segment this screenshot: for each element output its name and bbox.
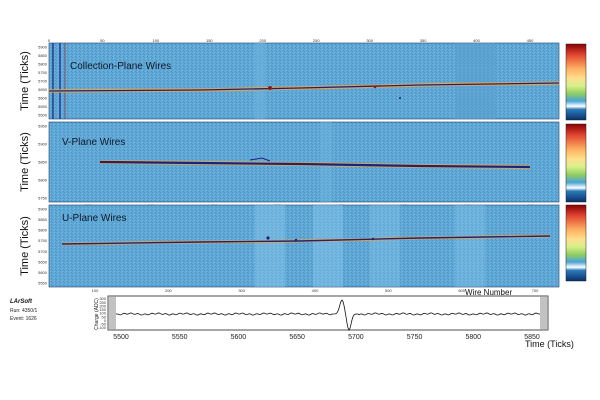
wire-tick-label: 400: [312, 288, 319, 293]
waveform-x-tick: 5600: [231, 334, 247, 341]
time-tick-label: 5750: [38, 196, 48, 201]
time-tick-label: 5850: [38, 217, 48, 222]
wire-tick-label: 250: [313, 38, 320, 43]
wire-tick-label: 200: [259, 38, 266, 43]
waveform-ylabel: Charge (ADC): [94, 298, 100, 330]
wire-tick-label: 450: [527, 38, 534, 43]
info-event: Event: 1626: [10, 316, 37, 322]
waveform-y-tick: -100: [98, 325, 107, 330]
u-ylabel: Time (Ticks): [19, 216, 31, 276]
u-plane-title: U-Plane Wires: [62, 213, 126, 224]
v-ylabel: Time (Ticks): [19, 132, 31, 192]
u-track: [61, 235, 551, 245]
time-tick-label: 5750: [38, 70, 48, 75]
collection-plane-panel: Collection-Plane Wires Time (Ticks) 0 50 1…: [19, 38, 560, 120]
waveform-y-tick: 250: [99, 300, 106, 305]
u-plane-image: [48, 204, 560, 288]
time-tick-label: 5950: [38, 124, 48, 129]
wire-tick-label: 700: [532, 288, 539, 293]
colorbar-u: [565, 204, 587, 282]
wire-tick-label: 400: [473, 38, 480, 43]
waveform-panel: Charge (ADC) Time (Ticks) 5500 5550 5600 56…: [94, 295, 574, 349]
wire-tick-label: 300: [238, 288, 245, 293]
time-tick-label: 5900: [38, 142, 48, 147]
time-tick-label: 5600: [38, 96, 48, 101]
u-plane-panel: U-Plane Wires Time (Ticks) 100 200 300 400 5…: [19, 204, 560, 293]
waveform-trace: [115, 299, 541, 331]
waveform-x-tick: 5850: [524, 334, 540, 341]
time-tick-label: 5600: [38, 270, 48, 275]
wire-tick-label: 50: [100, 38, 105, 43]
waveform-y-tick: 100: [99, 311, 106, 316]
waveform-y-tick: 0: [104, 318, 107, 323]
wire-tick-label: 100: [92, 288, 99, 293]
waveform-x-tick: 5550: [172, 334, 188, 341]
wire-tick-label: 350: [420, 38, 427, 43]
wire-tick-label: 600: [458, 288, 465, 293]
waveform-y-tick: 200: [99, 303, 106, 308]
waveform-y-tick: 150: [99, 307, 106, 312]
collection-ylabel: Time (Ticks): [19, 51, 31, 111]
waveform-x-tick: 5750: [407, 334, 423, 341]
waveform-x-tick: 5500: [113, 334, 129, 341]
time-tick-label: 5900: [38, 207, 48, 212]
time-tick-label: 5650: [38, 87, 48, 92]
wire-tick-label: 200: [165, 288, 172, 293]
waveform-y-tick: -50: [100, 322, 107, 327]
colorbar-collection: [565, 43, 587, 121]
wire-tick-label: 150: [206, 38, 213, 43]
waveform-x-tick: 5700: [348, 334, 364, 341]
time-tick-label: 5800: [38, 228, 48, 233]
wire-tick-label: 300: [366, 38, 373, 43]
time-tick-label: 5700: [38, 249, 48, 254]
time-tick-label: 5850: [38, 53, 48, 58]
waveform-y-tick: 300: [99, 296, 106, 301]
waveform-x-tick: 5650: [289, 334, 305, 341]
time-tick-label: 5700: [38, 79, 48, 84]
time-tick-label: 5550: [38, 104, 48, 109]
waveform-xlabel: Time (Ticks): [525, 339, 574, 349]
time-tick-label: 5800: [38, 178, 48, 183]
waveform-y-tick: 50: [102, 314, 107, 319]
time-tick-label: 5550: [38, 281, 48, 286]
waveform-x-tick: 5800: [465, 334, 481, 341]
time-tick-label: 5900: [38, 45, 48, 50]
wire-number-label: Wire Number: [465, 288, 512, 297]
info-run: Run: 4350/1: [10, 308, 37, 314]
time-tick-label: 5500: [38, 113, 48, 118]
time-tick-label: 5650: [38, 259, 48, 264]
waveform-frame: [107, 295, 549, 331]
wire-tick-label: 0: [48, 38, 51, 43]
v-track: [99, 160, 531, 169]
v-plane-title: V-Plane Wires: [62, 137, 125, 148]
wire-tick-label: 100: [153, 38, 160, 43]
collection-track: [48, 82, 560, 92]
time-tick-label: 5850: [38, 160, 48, 165]
run-info: LArSoft Run: 4350/1 Event: 1626: [10, 299, 37, 322]
time-tick-label: 5800: [38, 62, 48, 67]
time-tick-label: 5750: [38, 238, 48, 243]
v-plane-panel: V-Plane Wires Time (Ticks) 3203403603804…: [19, 121, 560, 208]
wire-tick-label: 500: [385, 288, 392, 293]
collection-plane-title: Collection-Plane Wires: [70, 61, 171, 72]
colorbar-v: [565, 123, 587, 203]
info-title: LArSoft: [10, 299, 33, 305]
